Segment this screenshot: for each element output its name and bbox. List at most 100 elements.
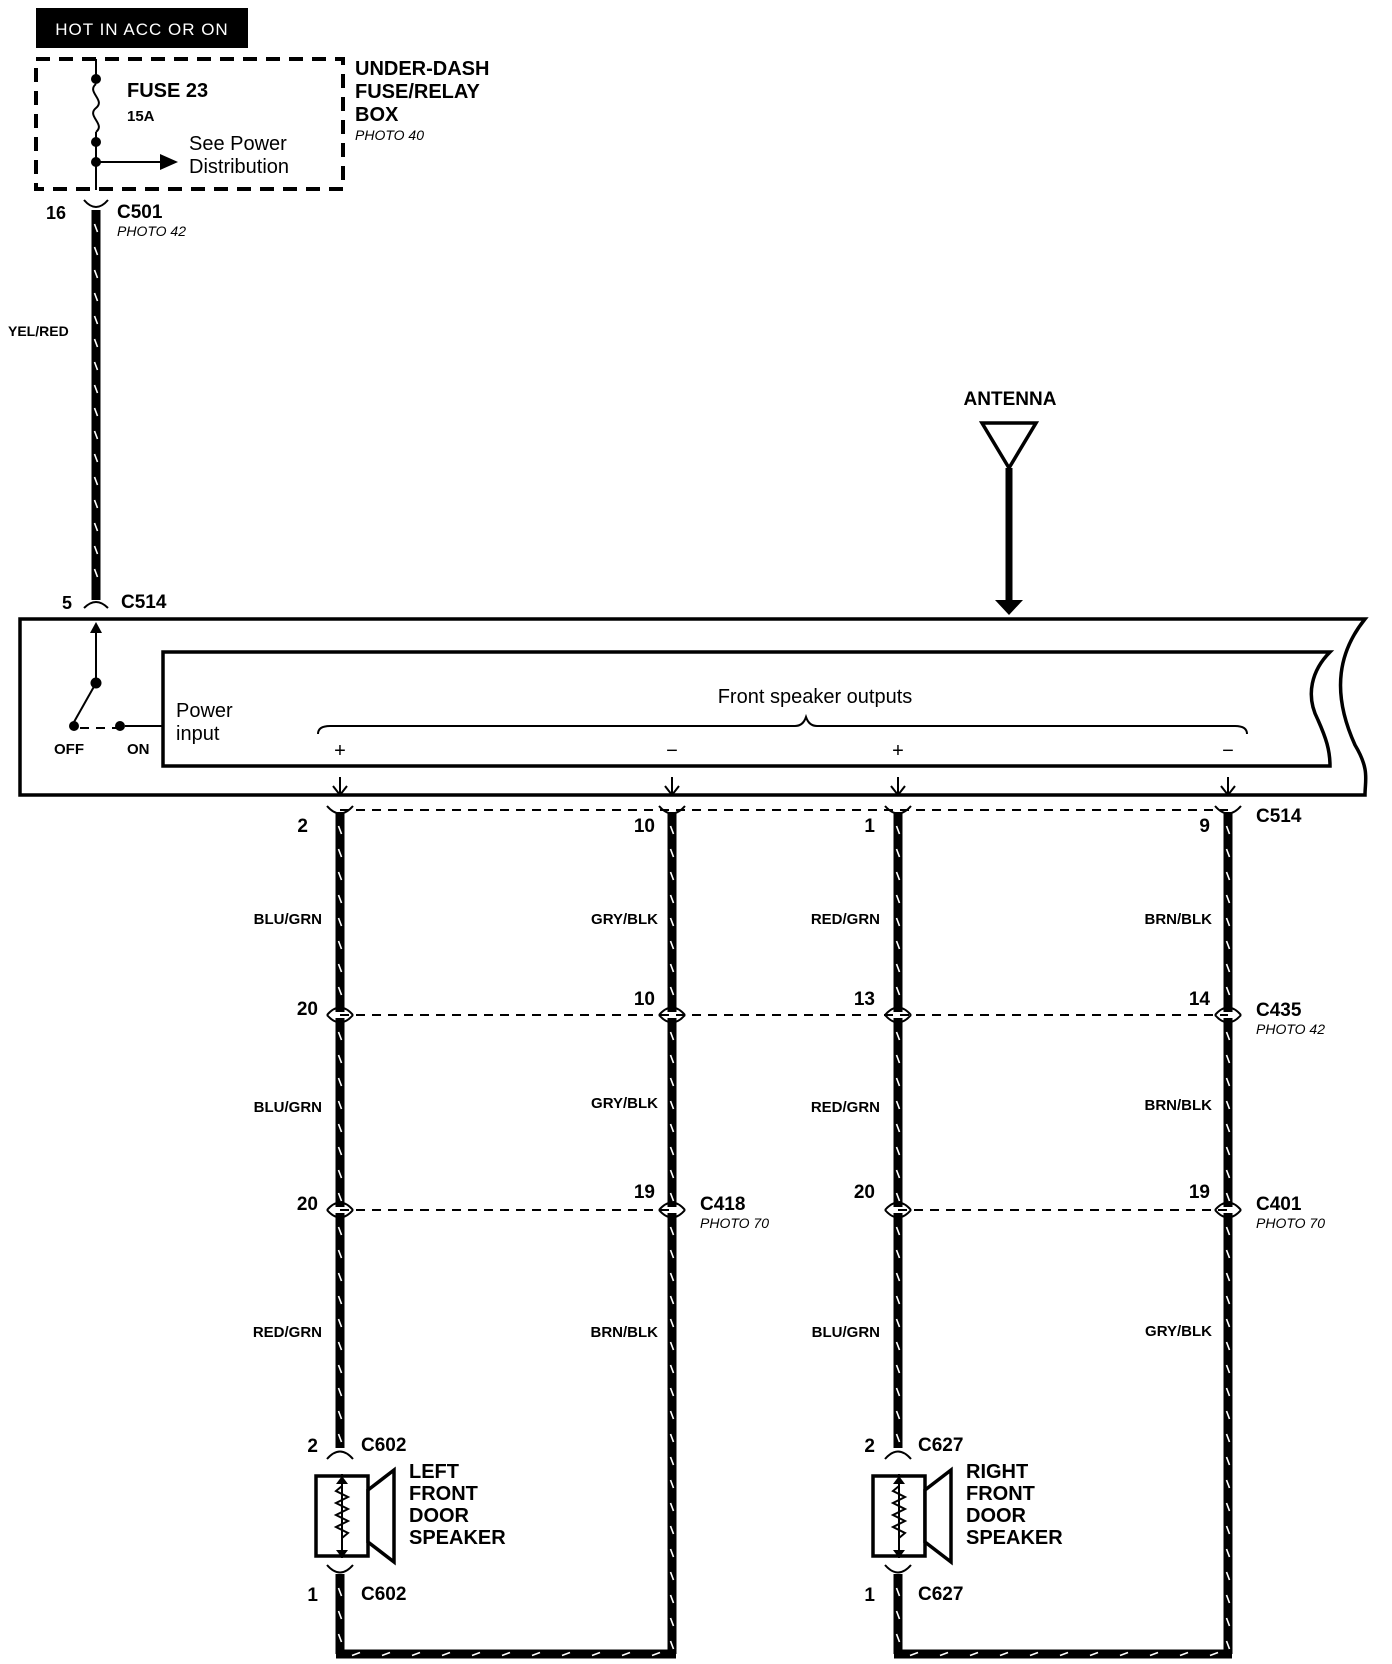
wire-rf-minus-2-hatch bbox=[1225, 1192, 1231, 1202]
right-speaker-connector-bottom: C627 bbox=[918, 1584, 963, 1605]
wire-rf-minus-3-hatch bbox=[1225, 1433, 1231, 1443]
left-speaker-line2: FRONT bbox=[409, 1483, 478, 1505]
wire-rf-plus-3-hatch bbox=[895, 1387, 901, 1397]
wire-rf-plus-3-hatch bbox=[895, 1341, 901, 1351]
wire-color-s2-2: GRY/BLK bbox=[591, 1095, 658, 1112]
wire-lf-plus-1-hatch bbox=[337, 963, 343, 973]
switch-off-label: OFF bbox=[54, 741, 84, 758]
left-speaker-icon bbox=[314, 1466, 396, 1566]
wire-rf-plus-1-hatch bbox=[895, 825, 901, 835]
wire-rf-minus-3-hatch bbox=[1225, 1548, 1231, 1558]
wire-color-s3-2: BRN/BLK bbox=[591, 1324, 659, 1341]
wire-rf-minus-3-hatch bbox=[1225, 1479, 1231, 1489]
wire-rf-minus-3 bbox=[1223, 1213, 1233, 1654]
wire-rf-plus-1-hatch bbox=[895, 940, 901, 950]
wire-lf-plus-2-hatch bbox=[337, 1123, 343, 1133]
fuse-box-line3: BOX bbox=[355, 104, 399, 126]
switch-off-contact bbox=[69, 721, 79, 731]
wire-lf-bottom-loop-hatch bbox=[471, 1651, 481, 1657]
wire-lf-plus-2-hatch bbox=[337, 1054, 343, 1064]
wire-rf-plus-3-hatch bbox=[895, 1295, 901, 1305]
wire-lf-minus-1-hatch bbox=[669, 963, 675, 973]
wire-lf-minus-3-hatch bbox=[669, 1594, 675, 1604]
wire-rf-plus-3-hatch bbox=[895, 1433, 901, 1443]
wire-lf-minus-3-hatch bbox=[669, 1617, 675, 1627]
wire-rf-plus-2-hatch bbox=[895, 1077, 901, 1087]
wire-lf-plus-1-hatch bbox=[337, 986, 343, 996]
c501-connector bbox=[83, 199, 109, 208]
wire-rf-minus-2-hatch bbox=[1225, 1077, 1231, 1087]
power-wire-segment-hatch bbox=[93, 315, 99, 325]
wire-rf-minus-3-hatch bbox=[1225, 1502, 1231, 1512]
c514-bottom-name: C514 bbox=[1256, 806, 1302, 827]
wire-rf-minus-1-hatch bbox=[1225, 986, 1231, 996]
wire-lf-plus-3-hatch bbox=[337, 1318, 343, 1328]
wire-lf-plus-3 bbox=[335, 1213, 345, 1448]
wire-lf-plus-1-hatch bbox=[337, 825, 343, 835]
right-speaker-line4: SPEAKER bbox=[966, 1527, 1063, 1549]
left-speaker-connector-bottom bbox=[326, 1564, 354, 1574]
wire-rf-bottom-loop-hatch bbox=[1029, 1651, 1039, 1657]
wire-rf-speaker-lead-hatch bbox=[895, 1610, 901, 1620]
wire-lf-minus-3-hatch bbox=[669, 1433, 675, 1443]
outputs-brace bbox=[317, 713, 1248, 735]
wire-lf-minus-1-hatch bbox=[669, 848, 675, 858]
hot-label: HOT IN ACC OR ON bbox=[55, 20, 228, 39]
wire-lf-minus-2-hatch bbox=[669, 1077, 675, 1087]
c401-name: C401 bbox=[1256, 1194, 1302, 1215]
radio-inner-box bbox=[161, 650, 1335, 768]
c514-top-name: C514 bbox=[121, 592, 167, 613]
wire-lf-plus-1-hatch bbox=[337, 917, 343, 927]
wire-lf-bottom-loop-hatch bbox=[621, 1651, 631, 1657]
wire-rf-minus-3-hatch bbox=[1225, 1249, 1231, 1259]
power-input-line1: Power bbox=[176, 700, 233, 722]
wire-lf-plus-1-hatch bbox=[337, 940, 343, 950]
power-wire-segment-hatch bbox=[93, 453, 99, 463]
wire-rf-plus-3-hatch bbox=[895, 1318, 901, 1328]
output-sign-2: − bbox=[666, 740, 678, 762]
left-speaker-line1: LEFT bbox=[409, 1461, 459, 1483]
right-speaker-line2: FRONT bbox=[966, 1483, 1035, 1505]
wire-rf-minus-3-hatch bbox=[1225, 1318, 1231, 1328]
wire-rf-minus-2 bbox=[1223, 1018, 1233, 1207]
wire-rf-minus-3-hatch bbox=[1225, 1571, 1231, 1581]
c514-bottom-connector-4 bbox=[1214, 805, 1242, 815]
power-wire-segment-hatch bbox=[93, 545, 99, 555]
wire-lf-plus-2 bbox=[335, 1018, 345, 1207]
wire-rf-bottom-loop-hatch bbox=[969, 1651, 979, 1657]
wire-rf-minus-1-hatch bbox=[1225, 894, 1231, 904]
c435-pin-4: 14 bbox=[1189, 989, 1211, 1010]
wire-lf-speaker-lead-hatch bbox=[337, 1610, 343, 1620]
wire-lf-minus-3-hatch bbox=[669, 1295, 675, 1305]
switch-on-contact bbox=[115, 721, 125, 731]
left-speaker-pin-bottom: 1 bbox=[307, 1585, 318, 1606]
output-arrow-4-head bbox=[1220, 785, 1236, 797]
wire-rf-bottom-loop bbox=[894, 1649, 1232, 1659]
inline-connector-top-1 bbox=[326, 1201, 354, 1211]
power-wire-segment-hatch bbox=[93, 361, 99, 371]
wire-color-s1-3: RED/GRN bbox=[811, 911, 880, 928]
wire-rf-minus-3-hatch bbox=[1225, 1640, 1231, 1650]
wire-lf-bottom-loop-hatch bbox=[561, 1651, 571, 1657]
power-input-line2: input bbox=[176, 723, 220, 745]
c435-connector-top-3 bbox=[884, 1006, 912, 1016]
right-speaker-connector-top bbox=[884, 1450, 912, 1460]
output-signs: +−+− bbox=[334, 740, 1234, 762]
output-sign-3: + bbox=[892, 740, 904, 762]
fuse-top-node bbox=[91, 74, 101, 84]
inline-connector-top-4 bbox=[1214, 1201, 1242, 1211]
c418-name: C418 bbox=[700, 1194, 745, 1215]
wire-rf-minus-3-hatch bbox=[1225, 1525, 1231, 1535]
wire-rf-plus-2-hatch bbox=[895, 1031, 901, 1041]
power-wire-segment-hatch bbox=[93, 476, 99, 486]
wire-lf-minus-1 bbox=[667, 812, 677, 1012]
inline-connector-top-3 bbox=[884, 1201, 912, 1211]
left-speaker-line4: SPEAKER bbox=[409, 1527, 506, 1549]
wire-lf-bottom-loop-hatch bbox=[501, 1651, 511, 1657]
wire-lf-minus-1-hatch bbox=[669, 940, 675, 950]
fuse-box-line1: UNDER-DASH bbox=[355, 58, 489, 80]
wire-lf-minus-3-hatch bbox=[669, 1571, 675, 1581]
wire-rf-minus-3-hatch bbox=[1225, 1364, 1231, 1374]
wire-color-s3-4: GRY/BLK bbox=[1145, 1323, 1212, 1340]
